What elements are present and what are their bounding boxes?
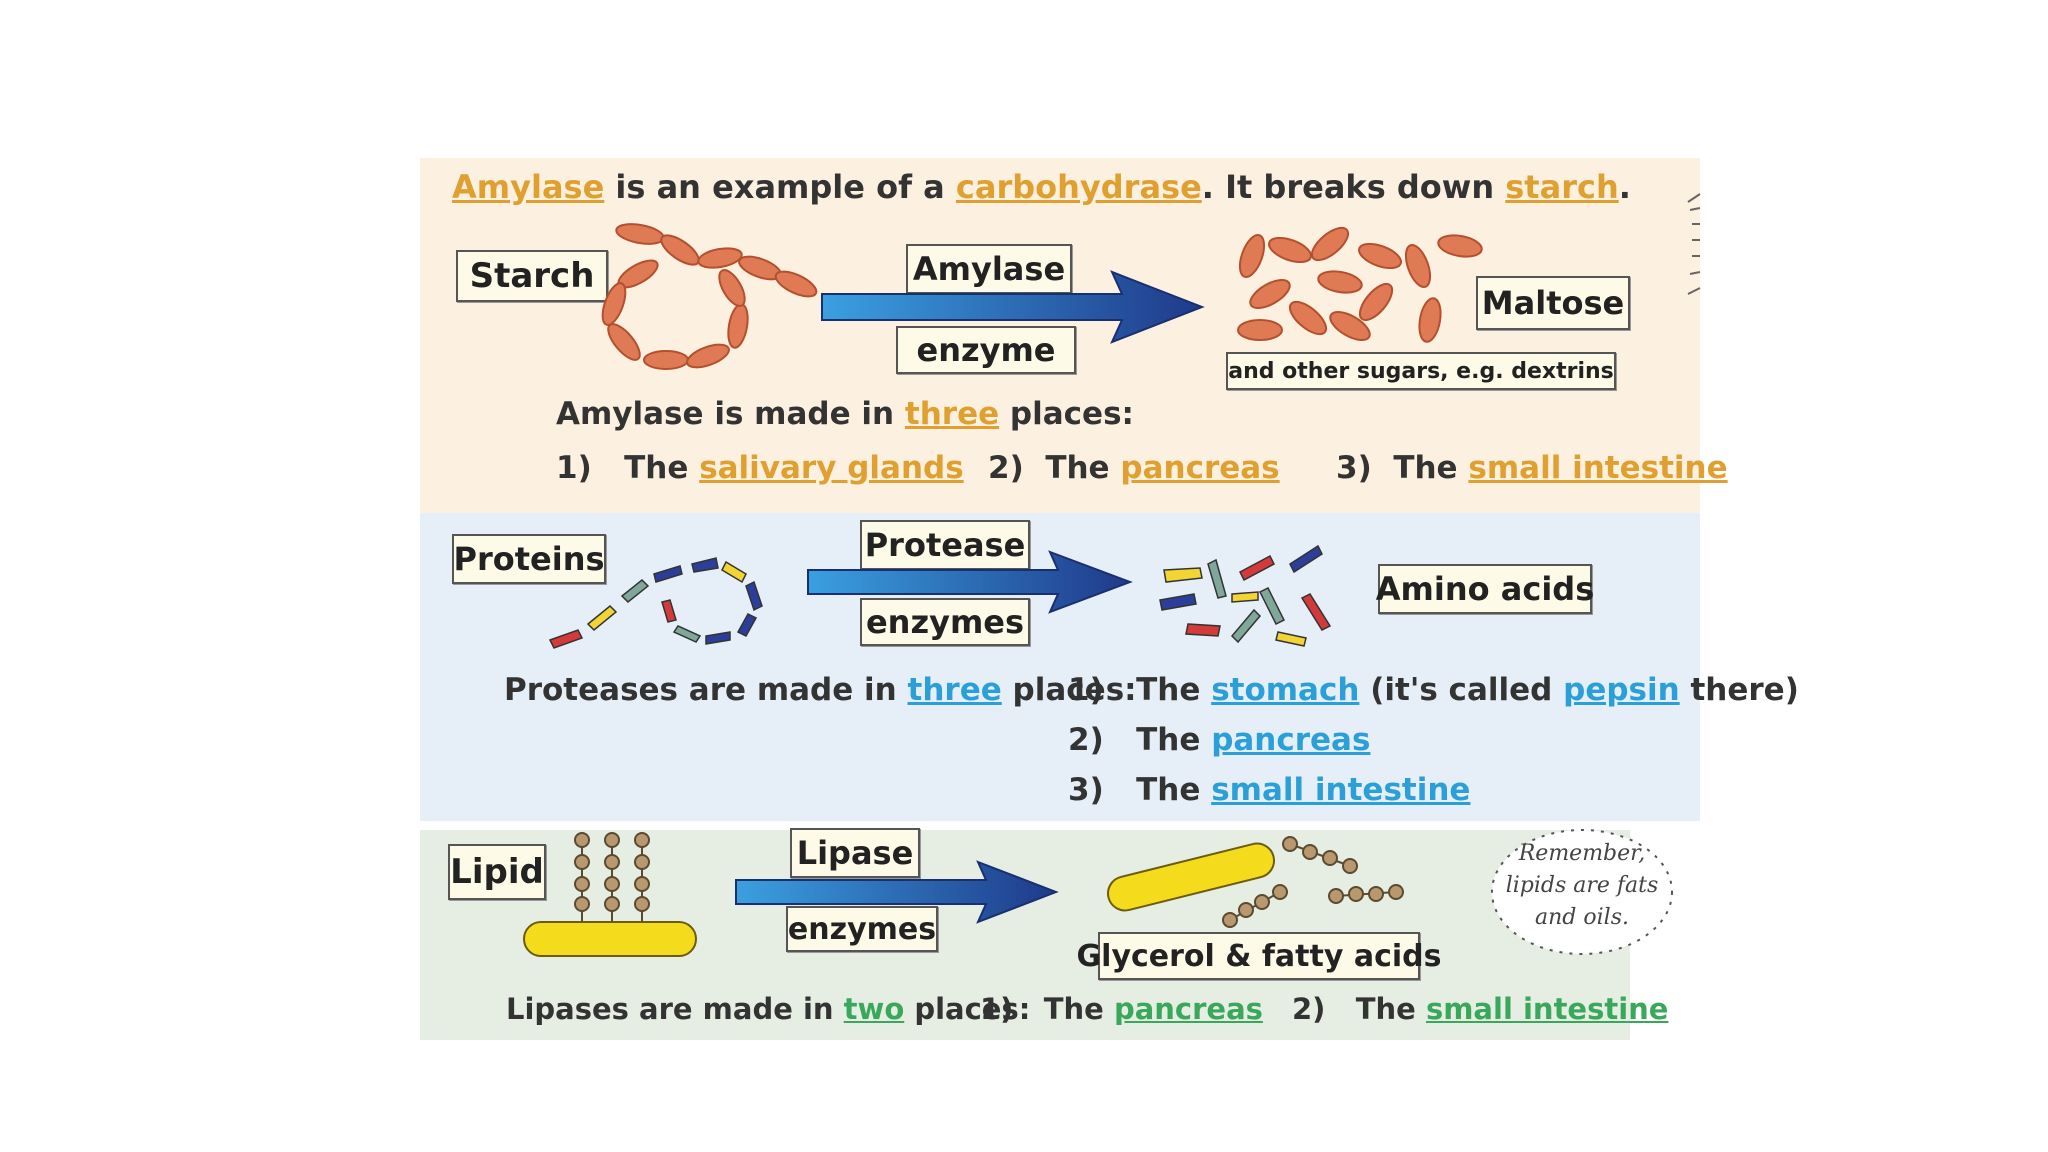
- protease-arrow: [807, 550, 1133, 614]
- protease-made-in-suffix: places:: [1001, 672, 1137, 708]
- amylase-arrow: [821, 270, 1205, 344]
- place-pancreas: pancreas: [1211, 722, 1371, 758]
- place-the: The: [624, 450, 689, 486]
- lipid-label: Lipid: [448, 844, 546, 900]
- term-carbohydrase: carbohydrase: [955, 168, 1202, 206]
- header-text-2: . It breaks down: [1201, 168, 1506, 206]
- protease-place-2: 2) The pancreas: [1068, 722, 1370, 758]
- place-the: The: [1136, 722, 1201, 758]
- amylase-made-in-prefix: Amylase is made in: [556, 396, 905, 432]
- amylase-place-3: 3) The small intestine: [1336, 450, 1728, 486]
- lipase-place-1: 1) The pancreas: [980, 992, 1263, 1026]
- lipase-made-in: Lipases are made in two places:: [506, 992, 1030, 1026]
- place-pancreas: pancreas: [1120, 450, 1280, 486]
- note-line: lipids are fats: [1505, 873, 1659, 898]
- place-extra-text: there): [1679, 672, 1799, 708]
- starch-chain-illustration: [601, 223, 818, 370]
- maltose-illustration: [1237, 226, 1483, 343]
- term-amylase: Amylase: [452, 168, 605, 206]
- maltose-label: Maltose: [1476, 276, 1630, 330]
- glycerol-fatty-acids-label: Glycerol & fatty acids: [1077, 932, 1441, 980]
- protease-made-in-count: three: [907, 672, 1002, 708]
- lipase-made-in-prefix: Lipases are made in: [506, 992, 844, 1026]
- term-starch: starch: [1505, 168, 1619, 206]
- note-line: and oils.: [1535, 905, 1629, 930]
- protease-place-3: 3) The small intestine: [1068, 772, 1470, 808]
- place-the: The: [1393, 450, 1458, 486]
- note-line: Remember,: [1518, 841, 1646, 866]
- place-number: 1): [556, 450, 592, 486]
- place-number: 2): [988, 450, 1024, 486]
- protease-place-1: 1) The stomach (it's called pepsin there…: [1068, 672, 1799, 708]
- amylase-header: Amylase is an example of a carbohydrase.…: [452, 168, 1631, 206]
- amylase-place-1: 1) The salivary glands: [556, 450, 964, 486]
- protease-made-in-prefix: Proteases are made in: [504, 672, 908, 708]
- amylase-enzyme-label: Amylase: [906, 244, 1072, 294]
- place-stomach: stomach: [1211, 672, 1360, 708]
- place-number: 1): [1068, 672, 1104, 708]
- amylase-place-2: 2) The pancreas: [988, 450, 1280, 486]
- lipase-place-2: 2) The small intestine: [1292, 992, 1668, 1026]
- place-the: The: [1136, 772, 1201, 808]
- glycerol-fatty-acids-illustration: [1107, 836, 1404, 928]
- place-the: The: [1043, 992, 1104, 1026]
- protease-enzyme-label: Protease: [860, 520, 1030, 570]
- place-small-intestine: small intestine: [1468, 450, 1728, 486]
- amino-acids-illustration: [1159, 544, 1332, 647]
- amylase-made-in-count: three: [904, 396, 1000, 432]
- proteins-label: Proteins: [452, 534, 606, 584]
- amylase-enzyme-sublabel: enzyme: [896, 326, 1076, 374]
- place-number: 3): [1068, 772, 1104, 808]
- header-text-3: .: [1618, 168, 1631, 206]
- lipase-enzyme-sublabel: enzymes: [786, 906, 938, 952]
- amylase-made-in: Amylase is made in three places:: [556, 396, 1134, 432]
- note-burst: [1491, 829, 1673, 955]
- place-salivary-glands: salivary glands: [699, 450, 964, 486]
- remember-note: Remember, lipids are fats and oils.: [1490, 838, 1674, 934]
- burst-decoration: [1687, 193, 1701, 295]
- place-the: The: [1045, 450, 1110, 486]
- maltose-note: and other sugars, e.g. dextrins: [1226, 352, 1616, 390]
- place-number: 2): [1292, 992, 1326, 1026]
- amino-acids-label: Amino acids: [1376, 564, 1594, 614]
- protein-chain-illustration: [548, 557, 763, 649]
- place-number: 1): [980, 992, 1014, 1026]
- lipase-made-in-suffix: places:: [904, 992, 1031, 1026]
- lipase-enzyme-label: Lipase: [790, 828, 920, 878]
- place-number: 2): [1068, 722, 1104, 758]
- protease-made-in: Proteases are made in three places:: [504, 672, 1137, 708]
- starch-label: Starch: [456, 250, 608, 302]
- place-number: 3): [1336, 450, 1372, 486]
- header-text-1: is an example of a: [604, 168, 956, 206]
- place-the: The: [1355, 992, 1416, 1026]
- lipase-arrow: [735, 860, 1059, 924]
- place-the: The: [1136, 672, 1201, 708]
- place-small-intestine: small intestine: [1211, 772, 1471, 808]
- term-pepsin: pepsin: [1563, 672, 1680, 708]
- lipase-made-in-count: two: [843, 992, 905, 1026]
- place-extra-text: (it's called: [1359, 672, 1564, 708]
- place-pancreas: pancreas: [1113, 992, 1263, 1026]
- amylase-made-in-suffix: places:: [999, 396, 1134, 432]
- place-small-intestine: small intestine: [1425, 992, 1669, 1026]
- protease-enzyme-sublabel: enzymes: [860, 598, 1030, 646]
- lipid-illustration: [523, 832, 697, 957]
